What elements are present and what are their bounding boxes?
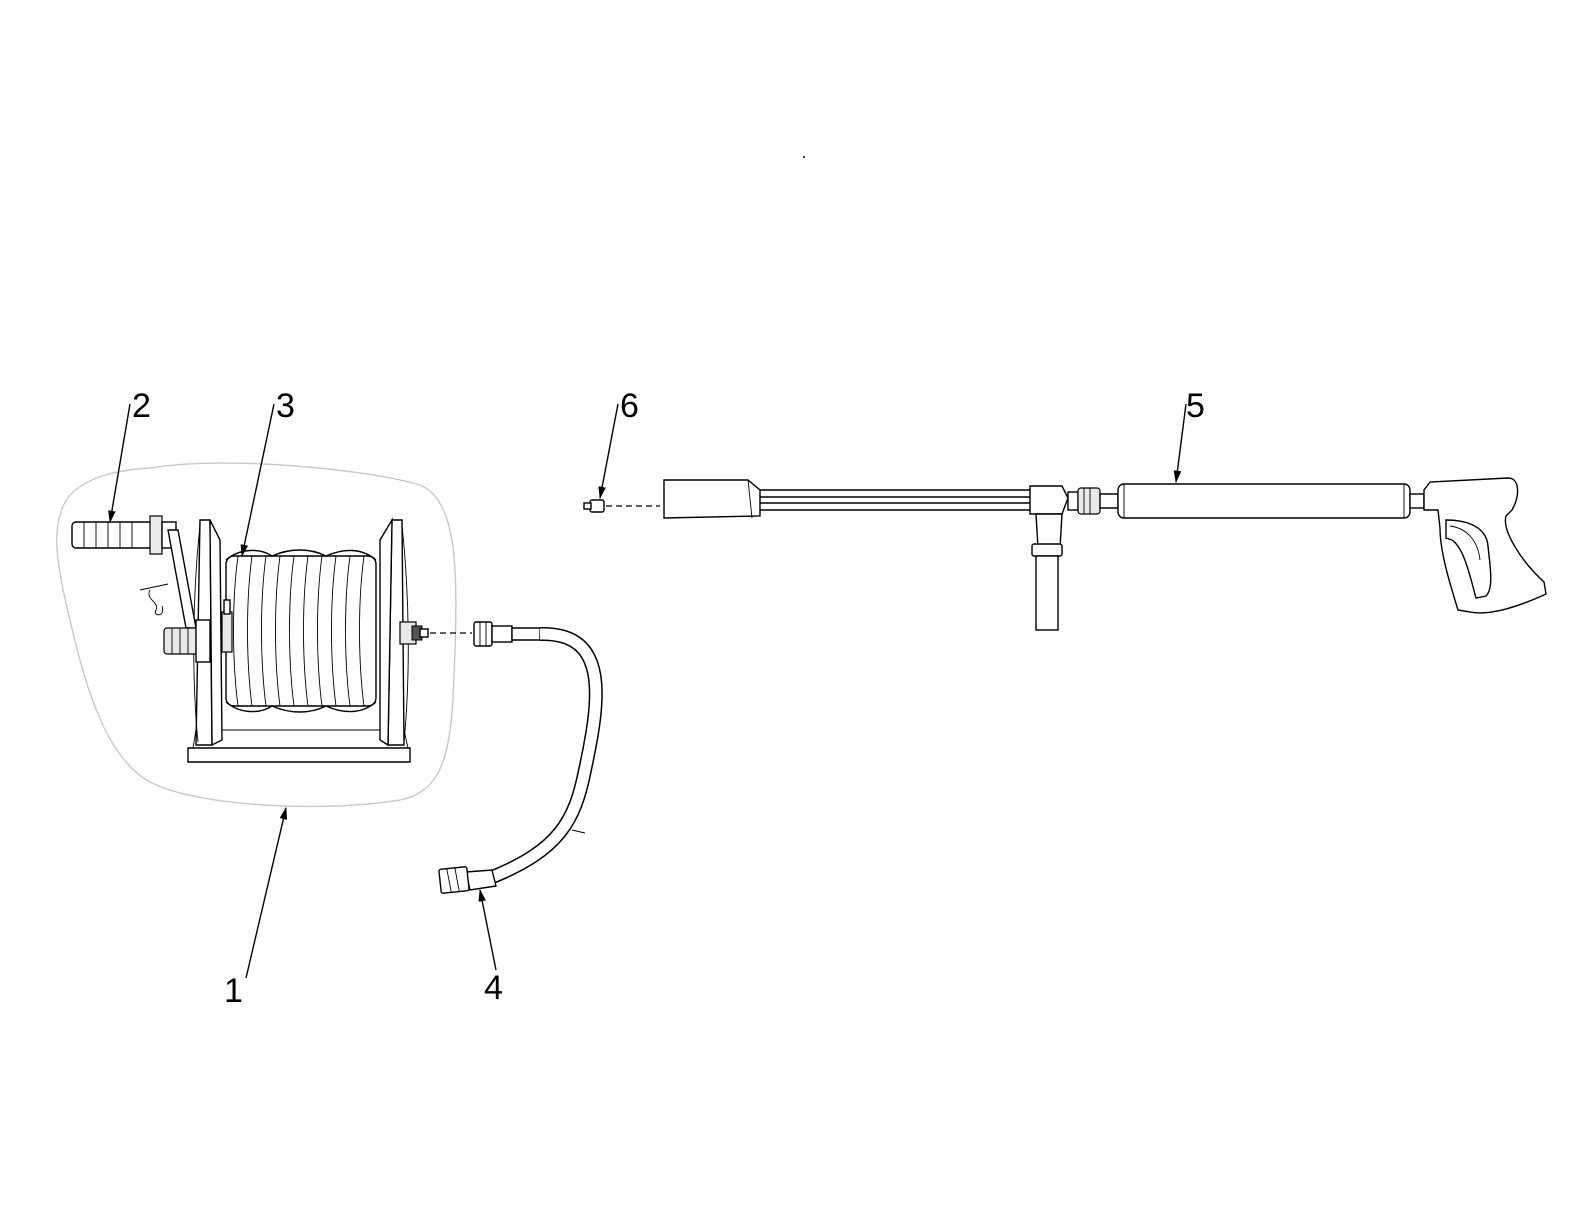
whip-hose [438, 621, 603, 894]
callout-label-1: 1 [224, 972, 243, 1010]
callout-label-3: 3 [276, 387, 295, 425]
callout-label-4: 4 [484, 969, 503, 1007]
spray-nozzle [583, 499, 605, 513]
stray-dot [803, 156, 805, 158]
assembly-boundary [56, 462, 457, 808]
callout-5: 5 [1173, 387, 1205, 484]
callout-label-6: 6 [620, 387, 639, 425]
spray-gun-lance [663, 477, 1547, 631]
coiled-hose [225, 549, 377, 713]
reel-right-frame [379, 517, 409, 747]
callout-6: 6 [598, 387, 639, 500]
callout-1: 1 [224, 806, 288, 1010]
callout-3: 3 [240, 387, 295, 558]
lock-pin-lanyard [139, 583, 169, 616]
callout-label-5: 5 [1186, 387, 1205, 425]
callout-label-2: 2 [132, 387, 151, 425]
hose-reel-assembly [56, 462, 457, 808]
reel-right-hub [399, 621, 429, 645]
reel-center-fitting [221, 599, 233, 653]
reel-lock-knob [163, 619, 211, 663]
crank-handle [71, 515, 197, 629]
reel-base [187, 729, 411, 763]
callout-2: 2 [108, 387, 151, 524]
callout-4: 4 [478, 888, 503, 1007]
